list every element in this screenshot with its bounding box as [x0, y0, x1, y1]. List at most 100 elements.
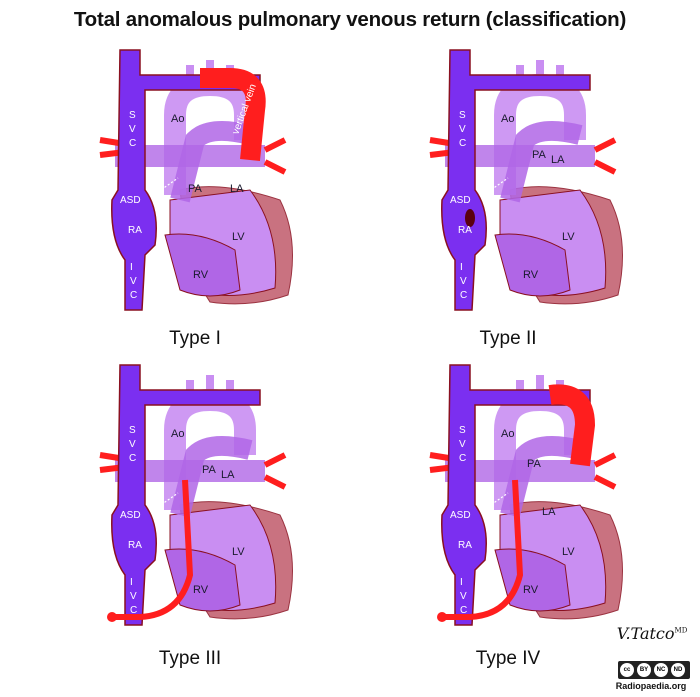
svc-label: C	[129, 138, 136, 149]
la-label: LA	[230, 183, 244, 195]
systemic-veins-ra	[441, 49, 591, 311]
asd-label: ASD	[120, 195, 141, 206]
portal-connection	[437, 612, 447, 622]
right-ventricle	[494, 233, 571, 297]
ra-label: RA	[128, 540, 142, 551]
ra-label: RA	[458, 540, 472, 551]
svc-label: S	[129, 110, 136, 121]
rv-label: RV	[523, 269, 539, 281]
portal-connection	[107, 612, 117, 622]
rv-label: RV	[193, 269, 209, 281]
la-label: LA	[542, 506, 556, 518]
systemic-veins-ra	[441, 364, 591, 626]
ivc-label: I	[460, 577, 463, 588]
svc-label: V	[129, 124, 136, 135]
descending-vein	[115, 479, 194, 620]
page-title: Total anomalous pulmonary venous return …	[73, 8, 627, 31]
ivc-label: C	[130, 290, 137, 301]
left-pulmonary-veins	[263, 452, 287, 490]
aorta-label: Ao	[501, 113, 514, 125]
aorta-label: Ao	[171, 428, 184, 440]
asd-label: ASD	[450, 195, 471, 206]
svc-label: C	[459, 453, 466, 464]
by-badge: BY	[637, 663, 651, 677]
nc-badge: NC	[654, 663, 668, 677]
cc-license-badge: cc BY NC ND	[618, 661, 690, 679]
site-credit: Radiopaedia.org	[615, 681, 687, 691]
svc-label: S	[459, 110, 466, 121]
descending-vein	[445, 479, 524, 620]
pa-label: PA	[202, 464, 217, 476]
svc-label: V	[129, 439, 136, 450]
svc-label: V	[459, 124, 466, 135]
asd-arrow	[157, 177, 179, 193]
svc-label: S	[459, 425, 466, 436]
left-pulmonary-veins	[263, 137, 287, 175]
pa-label: PA	[527, 458, 542, 470]
pa-label: PA	[188, 183, 203, 195]
asd-label: ASD	[450, 510, 471, 521]
asd-arrow	[487, 177, 509, 193]
ivc-label: V	[460, 591, 467, 602]
asd-arrow	[487, 492, 509, 508]
pulmonary-artery	[170, 436, 253, 518]
pulmonary-artery	[170, 121, 253, 203]
pulmonary-confluence	[115, 145, 265, 167]
ivc-label: V	[460, 276, 467, 287]
nd-badge: ND	[671, 663, 685, 677]
asd-label: ASD	[120, 510, 141, 521]
type-label: Type II	[479, 328, 537, 349]
lv-label: LV	[562, 231, 575, 243]
pulmonary-confluence	[445, 460, 595, 482]
aorta-label: Ao	[501, 428, 514, 440]
rv-label: RV	[193, 584, 209, 596]
asd-arrow	[157, 492, 179, 508]
ivc-label: C	[130, 605, 137, 616]
type-label: Type III	[158, 648, 222, 669]
la-label: LA	[221, 469, 235, 481]
left-pulmonary-veins	[593, 452, 617, 490]
pa-label: PA	[532, 149, 547, 161]
vertical-vein	[548, 384, 596, 467]
pulmonary-confluence	[445, 145, 595, 167]
right-ventricle	[164, 233, 241, 297]
pulmonary-confluence	[115, 460, 265, 482]
ivc-label: I	[460, 262, 463, 273]
pulmonary-artery	[500, 436, 583, 518]
ivc-label: V	[130, 591, 137, 602]
systemic-veins-ra	[111, 49, 261, 311]
lv-label: LV	[232, 546, 245, 558]
lv-label: LV	[562, 546, 575, 558]
ivc-label: I	[130, 577, 133, 588]
svc-label: V	[459, 439, 466, 450]
rv-label: RV	[523, 584, 539, 596]
lv-label: LV	[232, 231, 245, 243]
pulmonary-artery	[500, 121, 583, 203]
svc-label: S	[129, 425, 136, 436]
systemic-veins-ra	[111, 364, 261, 626]
aorta-label: Ao	[171, 113, 184, 125]
type-label: Type I	[169, 328, 221, 349]
type-label: Type IV	[475, 648, 541, 669]
left-pulmonary-veins	[593, 137, 617, 175]
svc-label: C	[129, 453, 136, 464]
svc-label: C	[459, 138, 466, 149]
coronary-sinus	[465, 209, 475, 227]
cc-badge: cc	[620, 663, 634, 677]
ivc-label: C	[460, 290, 467, 301]
ivc-label: V	[130, 276, 137, 287]
vertical-vein	[200, 68, 266, 161]
ivc-label: I	[130, 262, 133, 273]
ra-label: RA	[458, 225, 472, 236]
ivc-label: C	[460, 605, 467, 616]
author-signature: V.TatcoMD	[616, 624, 688, 643]
la-label: LA	[551, 154, 565, 166]
